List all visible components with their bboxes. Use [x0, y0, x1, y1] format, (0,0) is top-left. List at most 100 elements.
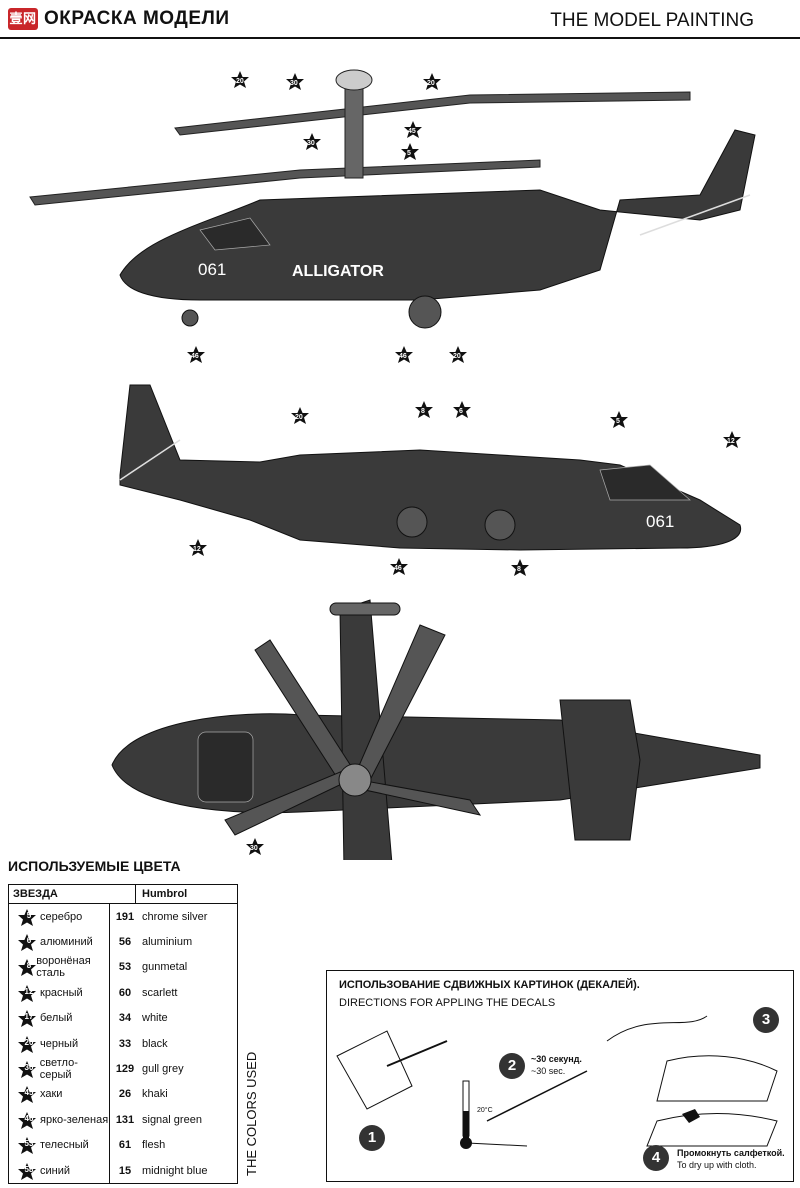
decal-title-ru: ИСПОЛЬЗОВАНИЕ СДВИЖНЫХ КАРТИНОК (ДЕКАЛЕЙ… [339, 979, 640, 991]
color-name-en: midnight blue [142, 1164, 208, 1177]
svg-text:30: 30 [307, 140, 315, 147]
header-title-left: 壹网 ОКРАСКА МОДЕЛИ [8, 8, 230, 30]
humbrol-number: 15 [118, 1164, 132, 1177]
svg-text:8: 8 [421, 408, 425, 415]
star-code-icon: 58 [16, 1162, 40, 1180]
step4-en: To dry up with cloth. [677, 1160, 757, 1170]
star-code-icon: 6 [16, 933, 40, 952]
header-title-right: THE MODEL PAINTING [550, 10, 754, 31]
site-logo: 壹网 [8, 8, 38, 30]
star-code-icon: 8 [16, 958, 36, 977]
temperature-label: 20°C [477, 1107, 493, 1114]
svg-text:6: 6 [459, 408, 463, 415]
right-view-callouts: 20 8 6 5 12 12 46 8 [189, 401, 741, 576]
helicopter-drawings: 061 ALLIGATOR 20 30 20 30 45 5 46 46 20 … [29, 69, 761, 860]
svg-text:46: 46 [399, 353, 407, 360]
humbrol-number: 34 [118, 1012, 132, 1025]
star-code-icon: 45 [16, 1085, 40, 1104]
col-brand-header: ЗВЕЗДА [9, 885, 136, 903]
svg-text:12: 12 [727, 438, 735, 445]
star-code-icon: 12 [16, 984, 40, 1002]
top-view [111, 599, 761, 860]
humbrol-number: 53 [118, 961, 132, 974]
left-view-callouts: 20 30 20 30 45 5 46 46 20 [187, 71, 467, 363]
color-name-en: signal green [142, 1113, 202, 1126]
colors-table-header: ЗВЕЗДА Humbrol [9, 885, 237, 904]
top-view-callouts: 30 6 20 [246, 838, 264, 855]
star-code-icon: 30 [16, 1060, 40, 1079]
humbrol-number: 56 [118, 936, 132, 949]
step-4-note: Промокнуть салфеткой. To dry up with clo… [677, 1147, 785, 1171]
step-2-note: ~30 секунд. ~30 sec. [531, 1053, 582, 1077]
right-side-view: 061 [119, 384, 742, 551]
decal-illustration [336, 1015, 778, 1149]
color-name-en: white [142, 1012, 168, 1025]
humbrol-number: 33 [118, 1037, 132, 1050]
humbrol-number: 129 [115, 1063, 135, 1076]
decal-title-en: DIRECTIONS FOR APPLING THE DECALS [339, 997, 556, 1009]
svg-text:5: 5 [407, 150, 411, 157]
step-1-badge: 1 [359, 1125, 385, 1151]
star-code-icon: 17 [16, 1009, 40, 1028]
star-code-icon: 20 [16, 1035, 40, 1053]
color-name-en: gunmetal [142, 961, 188, 974]
step-2-badge: 2 [499, 1053, 525, 1079]
svg-text:30: 30 [250, 845, 258, 852]
svg-text:20: 20 [295, 414, 303, 421]
humbrol-number: 191 [115, 910, 135, 923]
svg-text:5: 5 [616, 418, 620, 425]
header-rule [0, 37, 800, 39]
color-name-en: scarlett [142, 986, 178, 999]
svg-text:45: 45 [408, 128, 416, 135]
step2-ru: ~30 секунд. [531, 1054, 582, 1064]
color-name-en: aluminium [142, 936, 193, 949]
step4-ru: Промокнуть салфеткой. [677, 1148, 785, 1158]
svg-text:20: 20 [427, 80, 435, 87]
star-code-icon: 46 [16, 1111, 40, 1129]
color-name-en: black [142, 1037, 168, 1050]
colors-used-vertical-label: THE COLORS USED [244, 1051, 259, 1176]
title-ru: ОКРАСКА МОДЕЛИ [44, 8, 230, 30]
svg-text:8: 8 [517, 566, 521, 573]
side-number-left: 061 [198, 260, 226, 279]
humbrol-number: 131 [115, 1113, 135, 1126]
star-code-icon: 5 [16, 908, 40, 926]
color-name-en: khaki [142, 1088, 168, 1101]
svg-text:20: 20 [453, 353, 461, 360]
svg-text:46: 46 [191, 353, 199, 360]
color-name-en: gull grey [142, 1063, 184, 1076]
colors-title: ИСПОЛЬЗУЕМЫЕ ЦВЕТА [8, 858, 181, 874]
step-4-badge: 4 [643, 1145, 669, 1171]
humbrol-number: 61 [118, 1139, 132, 1152]
left-side-view: 061 ALLIGATOR [29, 69, 756, 329]
svg-text:46: 46 [394, 565, 402, 572]
step2-en: ~30 sec. [531, 1066, 566, 1076]
svg-text:30: 30 [290, 80, 298, 87]
step-3-badge: 3 [753, 1007, 779, 1033]
humbrol-number: 26 [118, 1088, 132, 1101]
star-code-icon: 53 [16, 1136, 40, 1155]
aircraft-name-label: ALLIGATOR [292, 263, 384, 280]
